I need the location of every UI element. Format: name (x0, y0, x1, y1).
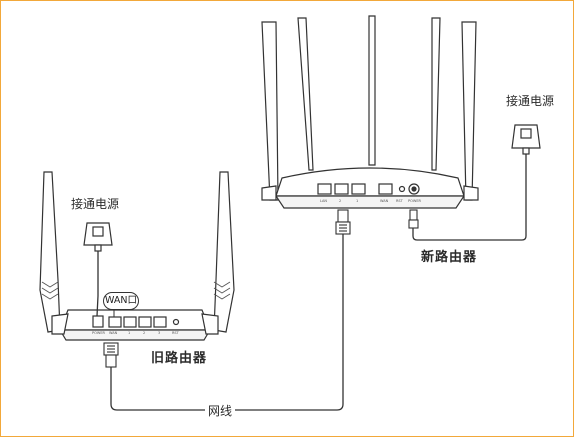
new-router-label: 新路由器 (421, 250, 478, 265)
new-router-power-plug (408, 209, 419, 229)
svg-text:RST: RST (172, 331, 180, 335)
new-router-antennas (261, 15, 477, 201)
svg-text:POWER: POWER (408, 199, 422, 203)
new-router-wan-plug (335, 209, 351, 235)
svg-text:1: 1 (356, 199, 358, 203)
svg-text:LAN: LAN (320, 199, 327, 203)
svg-text:1: 1 (128, 331, 130, 335)
old-router-label: 旧路由器 (151, 351, 208, 366)
new-router-lan-ports (317, 183, 366, 195)
new-router-wan-port (378, 183, 393, 195)
svg-text:WAN: WAN (109, 331, 118, 335)
old-router-right-antenna (213, 171, 235, 333)
old-router-power-port (92, 315, 104, 328)
old-router-power-label: 接通电源 (71, 197, 120, 211)
svg-text:3: 3 (158, 331, 160, 335)
old-router-wan-plug (103, 342, 119, 368)
old-router-wan-port (108, 316, 122, 328)
network-cable-label: 网线 (205, 402, 236, 419)
new-router-power-label: 接通电源 (506, 94, 555, 108)
new-router-power-adapter (511, 124, 541, 155)
new-router: LAN 2 1 WAN RST POWER (261, 15, 479, 209)
old-router-reset-button (172, 318, 180, 326)
new-router-body (275, 167, 465, 197)
svg-text:2: 2 (339, 199, 341, 203)
old-router-left-antenna (39, 171, 61, 333)
wan-port-callout: WAN口 (103, 292, 139, 310)
new-router-power-cable (412, 154, 527, 241)
svg-text:WAN: WAN (380, 199, 389, 203)
old-router-power-adapter (83, 222, 113, 252)
old-router-power-cable (96, 251, 99, 317)
svg-text:POWER: POWER (92, 331, 106, 335)
new-router-reset-button (398, 185, 406, 193)
svg-text:2: 2 (143, 331, 145, 335)
old-router-lan-ports (123, 316, 167, 328)
svg-text:RST: RST (396, 199, 404, 203)
